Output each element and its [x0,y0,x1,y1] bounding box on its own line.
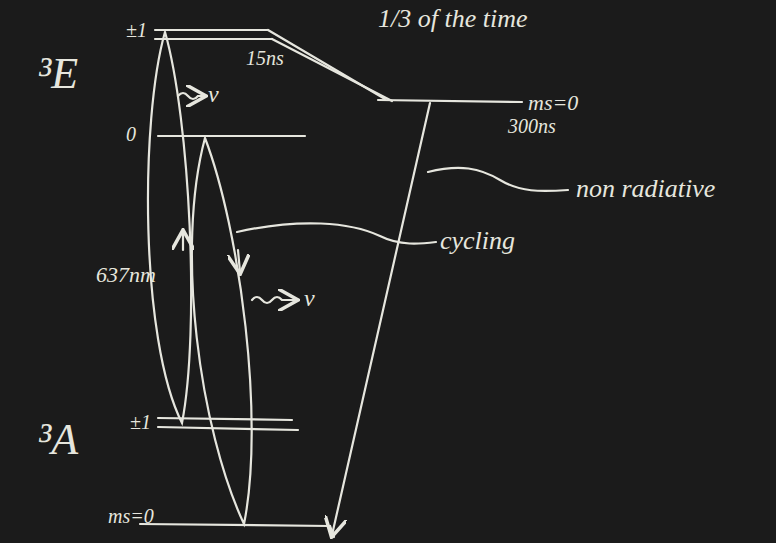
photon-symbol: ν [304,286,315,310]
level-label: ±1 [126,20,147,40]
photon-symbol: ν [208,82,219,106]
level-label: ±1 [130,412,151,432]
note: 1/3 of the time [378,6,527,32]
level-label: ms=0 [528,92,578,114]
level-label: ms=0 [108,506,154,526]
note: non radiative [576,176,715,202]
note: cycling [440,228,515,254]
wavelength-label: 637nm [96,264,156,286]
level-label: 0 [126,124,136,144]
state-label: ³E [38,52,78,96]
lifetime-label: 300ns [508,116,556,136]
lifetime-label: 15ns [246,48,284,68]
state-label: ³A [38,418,78,462]
